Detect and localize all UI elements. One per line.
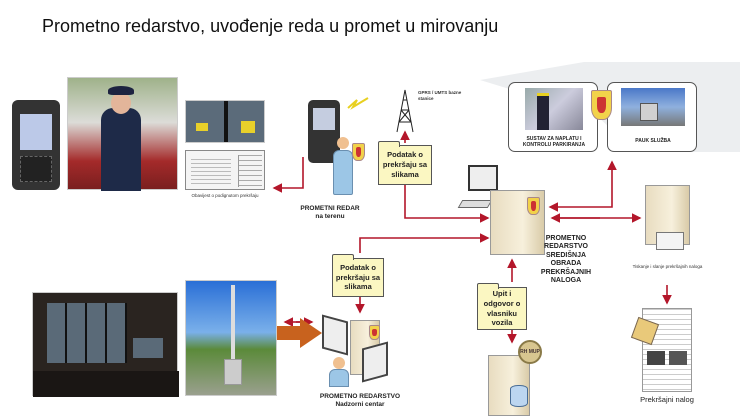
crest-icon bbox=[527, 197, 540, 215]
crest-icon bbox=[352, 143, 365, 161]
database-icon bbox=[510, 385, 528, 407]
tower-label: GPRS / UMTS bazne stanice bbox=[418, 90, 462, 101]
tow-service-box: PAUK SLUŽBA bbox=[607, 82, 697, 152]
handheld-device-image bbox=[12, 100, 60, 190]
printing-label: Tiskanje i slanje prekršajnih naloga bbox=[632, 264, 703, 269]
control-room-photo bbox=[32, 292, 179, 397]
slide-title: Prometno redarstvo, uvođenje reda u prom… bbox=[42, 16, 499, 36]
monitor-icon bbox=[322, 314, 348, 356]
operator-head-icon bbox=[333, 357, 345, 369]
folder-violation-data-top: Podatak o prekršaju sa slikama bbox=[378, 141, 432, 185]
notice-caption: Obavijest o podignutom prekršaju bbox=[191, 193, 259, 198]
parking-system-box: SUSTAV ZA NAPLATU I KONTROLU PARKIRANJA bbox=[508, 82, 598, 152]
ticket-document-icon bbox=[642, 308, 692, 392]
officer-photo bbox=[67, 77, 178, 191]
keyboard-icon bbox=[457, 200, 493, 208]
operator-figure-icon bbox=[329, 369, 349, 387]
tower-icon bbox=[396, 89, 414, 133]
folder-violation-data-mid: Podatak o prekršaju sa slikama bbox=[332, 254, 384, 297]
violation-notice-image bbox=[185, 150, 265, 190]
officer-figure-icon bbox=[333, 150, 353, 195]
mup-badge-icon: RH MUP bbox=[518, 340, 542, 364]
officer-head-icon bbox=[337, 137, 349, 149]
crest-icon bbox=[369, 325, 380, 340]
orange-arrow bbox=[262, 318, 322, 348]
crest-icon bbox=[591, 90, 612, 120]
monitor-icon bbox=[362, 341, 388, 383]
central-processing-label: PROMETNO REDARSTVO SREDIŠNJA OBRADA PREK… bbox=[540, 235, 592, 284]
monitor-icon bbox=[468, 165, 498, 191]
camera-snapshots-image bbox=[185, 100, 265, 143]
folder-owner-query: Upit i odgovor o vlasniku vozila bbox=[477, 283, 527, 330]
ticket-label: Prekršajni nalog bbox=[640, 395, 694, 404]
printer-icon bbox=[656, 232, 684, 250]
surveillance-camera-photo bbox=[185, 280, 277, 396]
